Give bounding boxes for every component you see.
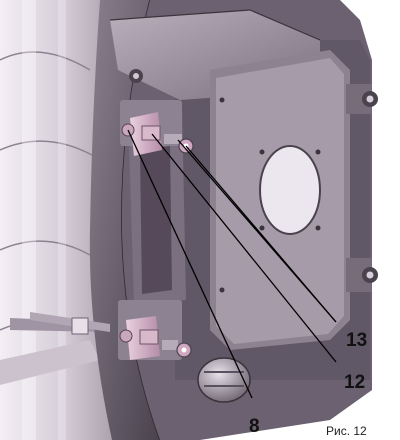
frame-channel	[128, 104, 186, 306]
figure-caption: Рис. 12	[326, 424, 367, 438]
callout-12: 12	[344, 372, 365, 393]
left-rod	[30, 312, 110, 335]
right-bolts	[346, 84, 378, 292]
leader-13-b	[177, 139, 337, 323]
callout-13: 13	[346, 330, 367, 351]
side-cover	[210, 50, 350, 350]
lower-clip-assembly	[118, 300, 192, 360]
leader-12	[151, 133, 337, 363]
round-window	[260, 146, 320, 234]
upper-clip-assembly	[120, 100, 194, 156]
callout-8: 8	[249, 416, 260, 437]
leader-8	[127, 129, 253, 399]
leader-lines	[127, 129, 337, 399]
round-plug	[197, 357, 251, 403]
